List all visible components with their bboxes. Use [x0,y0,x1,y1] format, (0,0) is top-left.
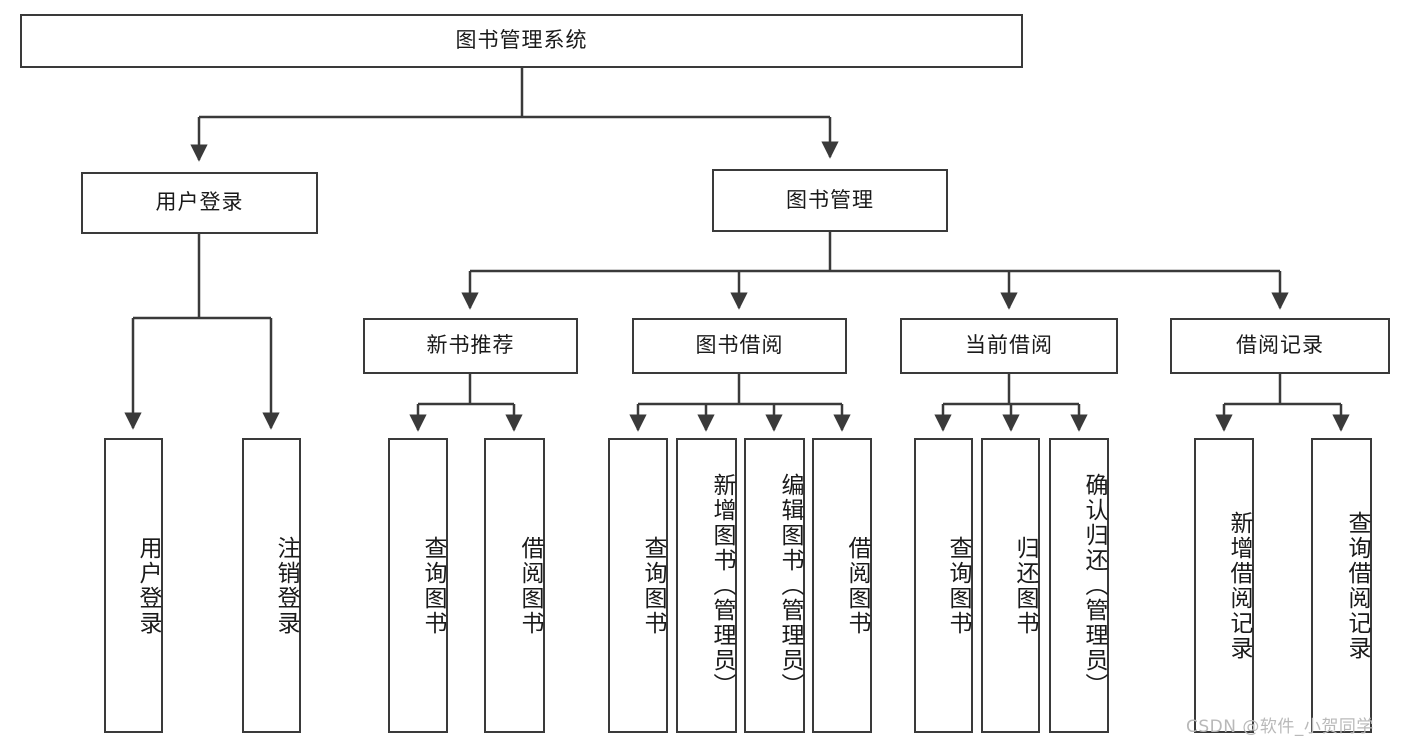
node-leaf-add-book[interactable]: 新增图书（管理员） [676,438,737,733]
node-leaf-return-book-label: 归还图书 [1012,535,1038,636]
node-leaf-user-login[interactable]: 用户登录 [104,438,163,733]
node-book-manage[interactable]: 图书管理 [712,169,948,232]
node-leaf-borrow-book-b-label: 借阅图书 [844,535,870,636]
node-leaf-query-record[interactable]: 查询借阅记录 [1311,438,1372,733]
node-leaf-borrow-book-a[interactable]: 借阅图书 [484,438,545,733]
node-leaf-logout-label: 注销登录 [273,535,299,636]
node-root-label: 图书管理系统 [455,28,588,53]
node-book-borrow-label: 图书借阅 [695,333,784,358]
node-leaf-add-book-label: 新增图书（管理员） [709,473,735,698]
node-borrow-record[interactable]: 借阅记录 [1170,318,1390,374]
node-user-login[interactable]: 用户登录 [81,172,318,234]
node-leaf-borrow-book-a-label: 借阅图书 [517,535,543,636]
node-leaf-borrow-book-b[interactable]: 借阅图书 [812,438,872,733]
watermark: CSDN @软件_小贺同学 [1186,717,1374,737]
node-new-book-recommend-label: 新书推荐 [426,333,515,358]
node-leaf-query-book-b-label: 查询图书 [640,535,666,636]
node-borrow-record-label: 借阅记录 [1236,333,1324,358]
node-new-book-recommend[interactable]: 新书推荐 [363,318,578,374]
node-leaf-query-book-a[interactable]: 查询图书 [388,438,448,733]
node-current-borrow[interactable]: 当前借阅 [900,318,1118,374]
node-book-manage-label: 图书管理 [786,187,874,212]
node-leaf-confirm-return-label: 确认归还（管理员） [1081,473,1107,698]
node-current-borrow-label: 当前借阅 [965,333,1053,358]
node-leaf-logout[interactable]: 注销登录 [242,438,301,733]
node-leaf-add-record[interactable]: 新增借阅记录 [1194,438,1254,733]
node-leaf-add-record-label: 新增借阅记录 [1226,510,1252,661]
node-book-borrow[interactable]: 图书借阅 [632,318,847,374]
node-leaf-query-book-c[interactable]: 查询图书 [914,438,973,733]
node-leaf-return-book[interactable]: 归还图书 [981,438,1040,733]
node-root[interactable]: 图书管理系统 [20,14,1023,68]
node-leaf-query-book-c-label: 查询图书 [945,535,971,636]
node-leaf-edit-book[interactable]: 编辑图书（管理员） [744,438,805,733]
node-leaf-query-record-label: 查询借阅记录 [1344,510,1370,661]
node-leaf-user-login-label: 用户登录 [135,535,161,636]
node-leaf-edit-book-label: 编辑图书（管理员） [777,473,803,698]
node-user-login-label: 用户登录 [155,190,244,215]
node-leaf-query-book-b[interactable]: 查询图书 [608,438,668,733]
node-leaf-confirm-return[interactable]: 确认归还（管理员） [1049,438,1109,733]
node-leaf-query-book-a-label: 查询图书 [420,535,446,636]
